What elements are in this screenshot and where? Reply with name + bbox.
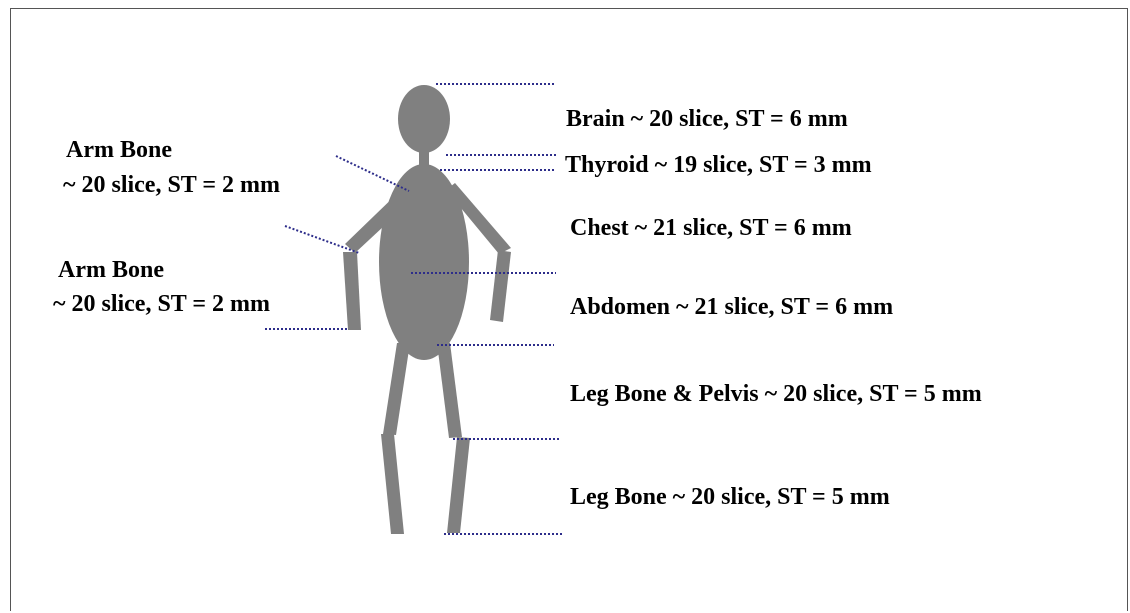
head xyxy=(398,85,450,153)
right-forearm xyxy=(490,250,511,322)
label-arm-upper-title: Arm Bone xyxy=(66,136,172,164)
left-thigh xyxy=(383,343,410,435)
label-leg: Leg Bone ~ 20 slice, ST = 5 mm xyxy=(570,483,890,511)
label-arm-lower-detail: ~ 20 slice, ST = 2 mm xyxy=(53,290,270,318)
label-leg-pelvis: Leg Bone & Pelvis ~ 20 slice, ST = 5 mm xyxy=(570,380,982,408)
left-shin xyxy=(381,434,404,534)
human-figure xyxy=(343,85,511,534)
label-arm-lower-title: Arm Bone xyxy=(58,256,164,284)
left-forearm xyxy=(343,252,361,330)
right-thigh xyxy=(437,343,462,438)
label-chest: Chest ~ 21 slice, ST = 6 mm xyxy=(570,214,852,242)
label-thyroid: Thyroid ~ 19 slice, ST = 3 mm xyxy=(565,151,872,179)
right-shin xyxy=(447,437,470,533)
label-arm-upper-detail: ~ 20 slice, ST = 2 mm xyxy=(63,171,280,199)
guide-line-arm-upper xyxy=(336,156,409,191)
guide-line-arm-lower xyxy=(285,226,359,253)
label-brain: Brain ~ 20 slice, ST = 6 mm xyxy=(566,105,848,133)
label-abdomen: Abdomen ~ 21 slice, ST = 6 mm xyxy=(570,293,893,321)
